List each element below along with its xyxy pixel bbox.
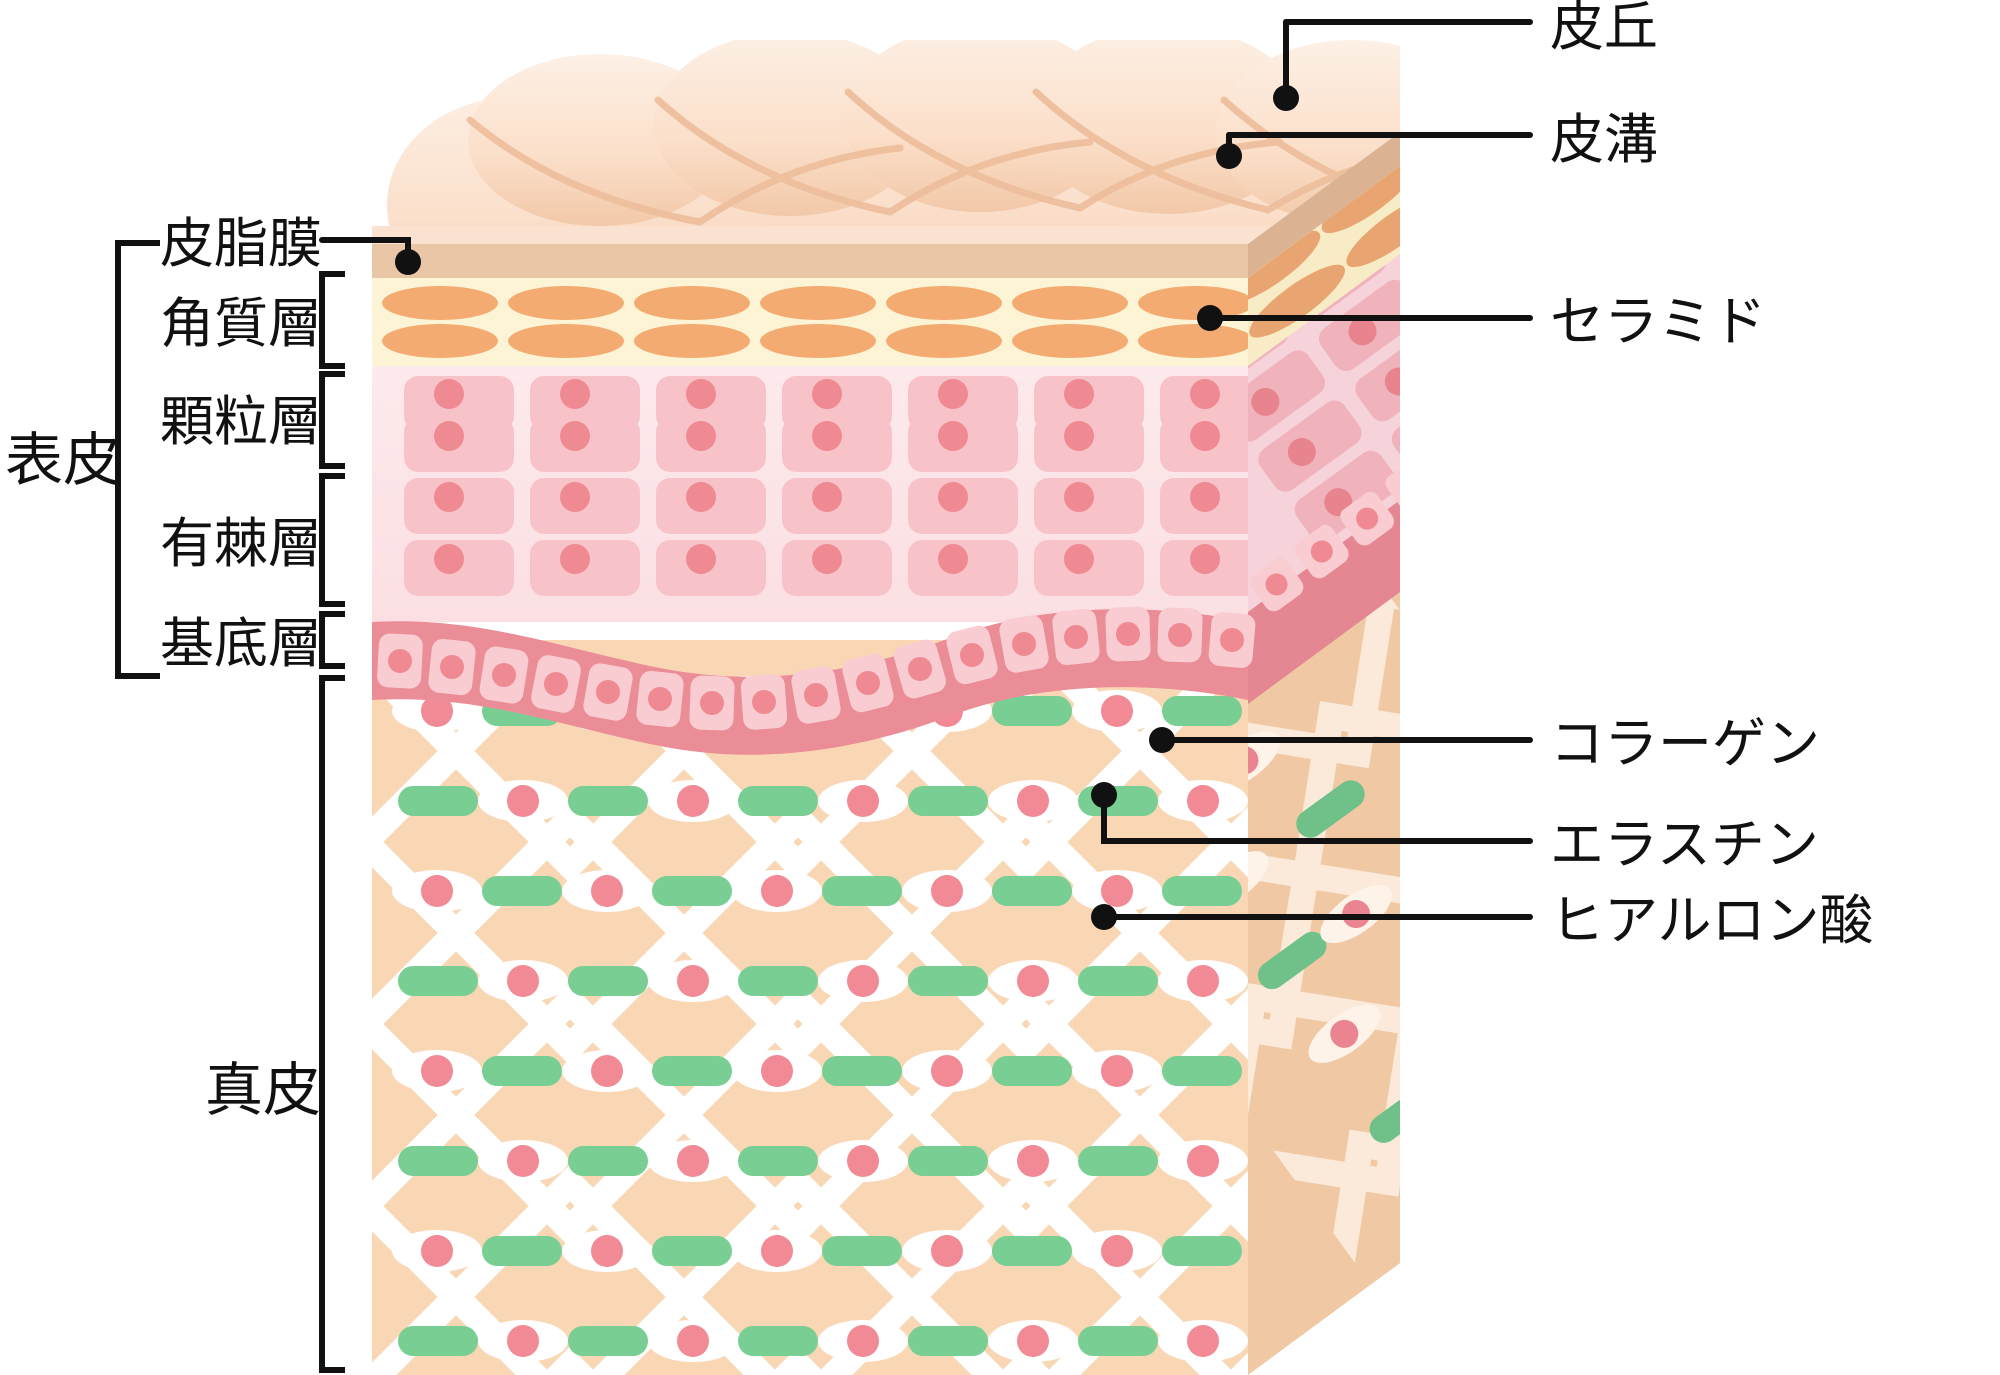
bracket-epidermis	[115, 240, 160, 679]
bracket-spinous	[319, 473, 345, 607]
layer-epidermis-cells	[372, 254, 1400, 622]
layer-stratum-corneum	[372, 166, 1400, 366]
layer-dermis	[372, 528, 1400, 1375]
bracket-stratum-corneum	[319, 271, 345, 369]
label-spinous-layer: 有棘層	[160, 514, 322, 574]
dot-hyaluronic-acid	[1091, 904, 1117, 930]
dot-skin-furrow	[1216, 143, 1242, 169]
left-brackets	[115, 240, 345, 1373]
label-granular-layer: 顆粒層	[160, 392, 322, 452]
text-labels: 表皮 真皮 皮脂膜 角質層 顆粒層 有棘層 基底層 皮丘 皮溝 セラミド コラー…	[5, 0, 1873, 1123]
layer-sebum-film	[372, 132, 1400, 278]
label-ceramide: セラミド	[1550, 292, 1766, 352]
label-skin-furrow: 皮溝	[1550, 110, 1658, 170]
label-sebum-film: 皮脂膜	[160, 214, 322, 274]
label-skin-ridge: 皮丘	[1550, 0, 1658, 57]
label-stratum-corneum: 角質層	[160, 294, 322, 354]
ceramide-cells-front	[382, 286, 1248, 358]
dot-skin-ridge	[1273, 85, 1299, 111]
label-basal-layer: 基底層	[160, 614, 322, 674]
label-epidermis: 表皮	[5, 428, 121, 493]
dot-sebum-film	[395, 249, 421, 275]
dot-collagen	[1149, 727, 1175, 753]
leader-elastin	[1101, 792, 1533, 844]
leader-lines	[319, 19, 1533, 920]
bracket-basal	[319, 611, 345, 669]
bracket-granular	[319, 371, 345, 469]
leader-dots	[395, 85, 1299, 930]
bracket-dermis	[319, 675, 345, 1373]
granular-cell-row	[404, 376, 1248, 430]
granular-cell-row	[404, 418, 1248, 472]
spinous-cell-row	[404, 478, 1248, 534]
label-collagen: コラーゲン	[1550, 714, 1820, 774]
basal-cells	[377, 606, 1256, 731]
spinous-cell-row	[404, 540, 1248, 596]
epidermis-cells-front	[404, 376, 1248, 596]
label-dermis: 真皮	[205, 1058, 321, 1123]
dot-elastin	[1091, 782, 1117, 808]
dermis-lattice-front	[372, 676, 1248, 1375]
label-hyaluronic-acid: ヒアルロン酸	[1550, 891, 1873, 951]
label-elastin: エラスチン	[1550, 815, 1819, 875]
layer-basal	[372, 468, 1400, 755]
dot-ceramide	[1197, 305, 1223, 331]
